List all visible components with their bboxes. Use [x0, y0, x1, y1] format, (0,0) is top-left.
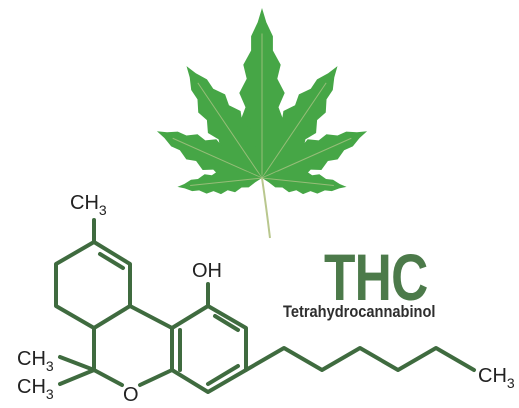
leaflet-vein-3 [261, 82, 327, 179]
double-bond-ring-a [98, 252, 125, 270]
label-oxygen: O [123, 384, 139, 406]
ring-aromatic [170, 304, 248, 394]
thc-molecule-bonds [54, 218, 476, 394]
bond-oxygen-aryl [138, 368, 174, 387]
label-ch3-left-lower: CH3 [17, 376, 54, 402]
leaflet-vein-2 [197, 82, 263, 179]
cannabis-leaf-icon [156, 8, 368, 239]
leaflet-6 [177, 169, 262, 195]
leaflet-vein-7 [261, 177, 334, 187]
double-bond-aromatic-1 [213, 314, 240, 332]
thc-subtitle: Tetrahydrocannabinol [283, 302, 436, 321]
bond-methyl-upper [58, 355, 96, 372]
leaflet-5 [262, 131, 368, 181]
ring-cyclohexene [54, 240, 132, 330]
double-bond-aromatic-2 [206, 364, 240, 386]
leaflet-vein-6 [190, 177, 263, 187]
thc-title: THC [324, 240, 428, 314]
label-ch3-tail: CH3 [478, 365, 515, 391]
label-ch3-top: CH3 [70, 192, 107, 218]
label-oh: OH [192, 260, 222, 282]
leaflet-7 [262, 169, 347, 195]
pentyl-chain [244, 346, 476, 372]
leaflet-vein-5 [261, 137, 352, 179]
bond-methyl-lower [58, 368, 96, 386]
bond-ring-junction [128, 304, 174, 330]
label-ch3-left-upper: CH3 [17, 348, 54, 374]
bond-c-oxygen [92, 368, 124, 387]
leaflet-vein-4 [172, 137, 263, 179]
leaf-stem [261, 177, 271, 239]
leaflet-4 [156, 131, 262, 181]
